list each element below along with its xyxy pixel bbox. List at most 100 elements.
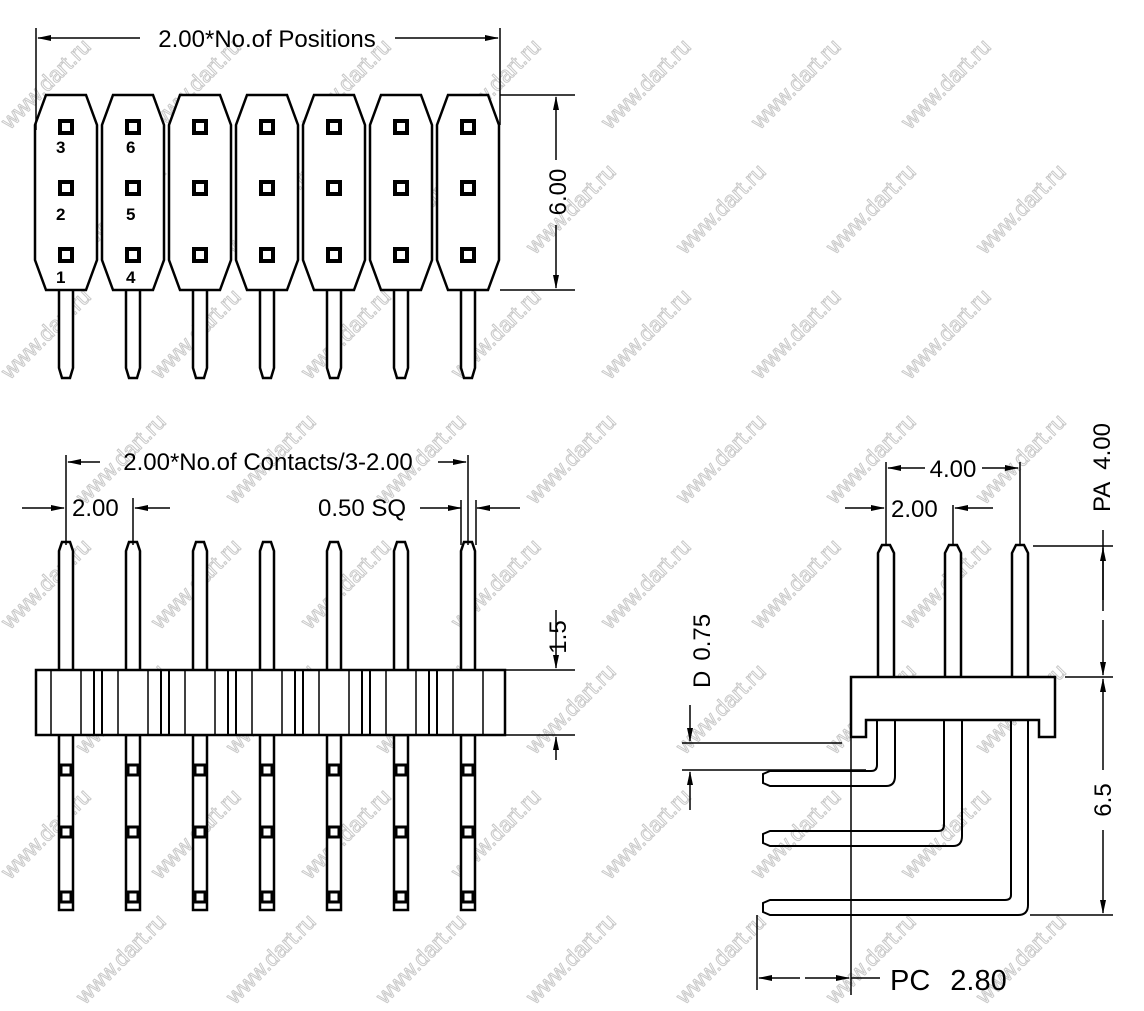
pin-size-dimension: 0.50 SQ [318,495,520,545]
pin-square [260,825,274,839]
d-value: 0.75 [689,614,716,661]
pc-value: 2.80 [950,965,1006,997]
contact-square [393,119,409,135]
lower-pin [57,733,75,912]
d-label: D 0.75 [689,614,716,688]
housing-segment [251,669,283,736]
span-dimension-label: 4.00 [930,456,977,483]
pin-tail [392,288,410,380]
pin-number: 3 [56,138,65,157]
pin-square [327,763,341,777]
pin-square [193,890,207,904]
lower-pin [392,733,410,912]
pin-number: 1 [56,268,65,287]
side-length-dimension: 2.00*No.of Contacts/3-2.00 [65,449,469,545]
contact-square [326,247,342,263]
pin-number: 4 [126,268,136,287]
lower-pin [191,733,209,912]
contact-square [192,180,208,196]
body-length-dimension: 6.5 [1030,678,1117,916]
pin-tail [124,288,142,380]
contact-square [460,180,476,196]
pin-square [126,890,140,904]
top-width-dimension: 2.00*No.of Positions [35,26,501,130]
body-length-label: 6.5 [1090,783,1117,816]
pin-size-label: 0.50 SQ [318,495,406,522]
height-dimension-label: 6.00 [545,169,572,216]
d-prefix: D [689,671,716,688]
right-angle-view [762,543,1057,916]
pin-square [461,763,475,777]
pin-number: 6 [126,138,135,157]
housing-body [34,668,507,737]
positions-dimension-label: 2.00*No.of Positions [158,26,375,53]
lower-pin [258,733,276,912]
housing-segment [318,669,350,736]
pin-square [126,763,140,777]
contact-square [326,180,342,196]
pc-dimension: PC 2.80 [756,737,1007,997]
pin-square [461,825,475,839]
pin-number: 5 [126,205,135,224]
pin-tail [191,288,209,380]
lower-pin [124,733,142,912]
housing-segment [184,669,216,736]
contact-square [460,247,476,263]
pin-square [327,825,341,839]
upper-pin [392,540,410,670]
pin-square [260,763,274,777]
span-dimension: 4.00 [885,456,1021,545]
contact-square [125,247,141,263]
pin-square [59,763,73,777]
upper-pin [191,540,209,670]
contact-square [192,247,208,263]
pin-square [394,825,408,839]
contact-square [58,247,74,263]
top-height-dimension: 6.00 [500,94,575,291]
pc-prefix: PC [890,965,930,997]
pitch-dimension-label: 2.00 [72,495,119,522]
pin-number: 2 [56,205,65,224]
pin-tail [325,288,343,380]
pin-square [260,890,274,904]
contact-square [125,180,141,196]
housing-segment [50,669,82,736]
pin-square [59,825,73,839]
housing-segment [117,669,149,736]
d-dimension: D 0.75 [682,614,866,810]
contact-square [58,180,74,196]
contact-square [125,119,141,135]
body-height-dimension: 1.5 [505,610,575,760]
pa-prefix: PA [1089,482,1116,512]
contact-square [393,247,409,263]
contacts-dimension-label: 2.00*No.of Contacts/3-2.00 [123,449,413,476]
pin-tail [459,288,477,380]
pin-square [193,825,207,839]
contact-square [259,119,275,135]
contact-square [259,180,275,196]
pin-number-labels: 3 2 1 6 5 4 [56,138,136,287]
contact-square [192,119,208,135]
contact-square [460,119,476,135]
contact-square [58,119,74,135]
right-pitch-dimension: 2.00 [845,496,993,545]
pa-dimension: PA 4.00 [1033,423,1116,678]
contact-square [259,247,275,263]
upper-pin [57,540,75,670]
contact-square [326,119,342,135]
pin-square [327,890,341,904]
pa-value: 4.00 [1089,423,1116,470]
right-pitch-label: 2.00 [891,496,938,523]
body-height-label: 1.5 [545,620,572,653]
housing-segment [385,669,417,736]
contact-square [393,180,409,196]
housing-segment [452,669,484,736]
pin-square [59,890,73,904]
side-pitch-dimension: 2.00 [22,495,170,545]
upper-pin [459,540,477,670]
pin-square [193,763,207,777]
pin-square [126,825,140,839]
side-view [34,540,507,912]
